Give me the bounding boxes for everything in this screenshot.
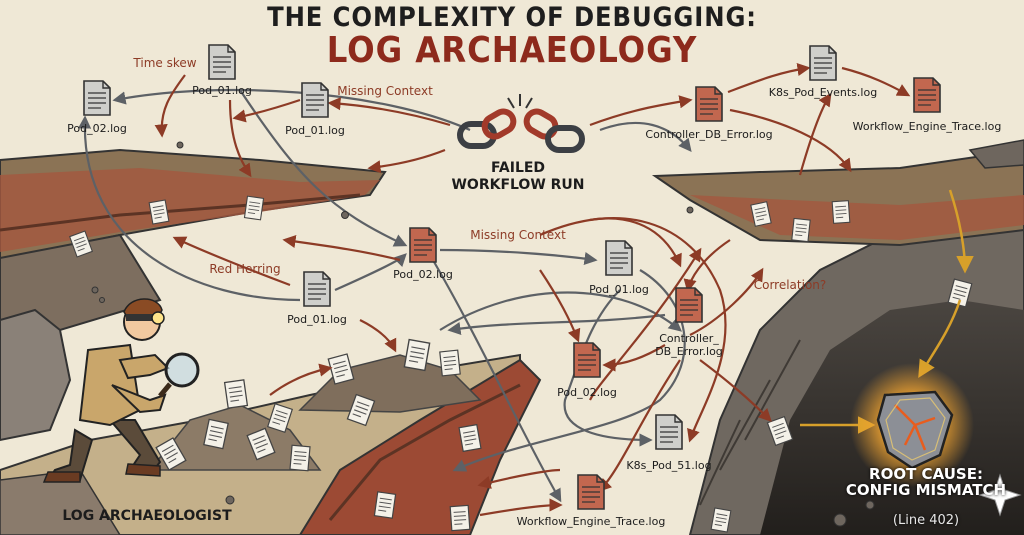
root-cause-label: ROOT CAUSE: CONFIG MISMATCH	[846, 466, 1006, 498]
file-label-controller-top: Controller_DB_Error.log	[645, 128, 773, 141]
failed-label-line2: WORKFLOW RUN	[451, 177, 585, 193]
annotation-time-skew: Time skew	[133, 56, 197, 70]
pebbles	[91, 141, 875, 527]
file-label-workflow-trace-top: Workflow_Engine_Trace.log	[852, 120, 1002, 133]
file-label-pod01-left-mid: Pod_01.log	[287, 313, 347, 326]
annotation-missing-context-top: Missing Context	[337, 84, 433, 98]
file-label-controller-mid-line1: Controller_	[659, 332, 719, 345]
annotation-missing-context-mid: Missing Context	[470, 228, 566, 242]
file-label-k8s-pod51: K8s_Pod_51.log	[626, 459, 712, 472]
red-arrows	[154, 62, 911, 517]
file-label-pod02-left: Pod_02.log	[67, 122, 127, 135]
left-upper-ledge	[0, 148, 387, 332]
left-rock	[0, 308, 72, 442]
file-label-controller-mid-line2: DB_Error.log	[655, 345, 723, 358]
annotation-red-herring: Red Herring	[209, 262, 281, 276]
root-cause-line2: CONFIG MISMATCH	[845, 481, 1007, 499]
file-label-workflow-trace-bottom: Workflow_Engine_Trace.log	[516, 515, 666, 528]
file-label-pod02-low: Pod_02.log	[557, 386, 617, 399]
root-cause-line-number: (Line 402)	[892, 513, 960, 528]
magnifier-icon	[158, 352, 200, 398]
sparkle-icon	[978, 473, 1022, 517]
root-cause-line1: ROOT CAUSE:	[869, 465, 983, 483]
broken-chain-icon	[457, 94, 585, 153]
file-label-pod01-top2: Pod_01.log	[285, 124, 345, 137]
right-upper-ledge	[651, 139, 1024, 247]
file-label-controller-mid: Controller_ DB_Error.log	[655, 332, 723, 358]
glowing-stone-icon	[850, 363, 974, 487]
page-title: THE COMPLEXITY OF DEBUGGING:	[267, 2, 757, 33]
page-subtitle: LOG ARCHAEOLOGY	[326, 30, 698, 71]
archaeologist-label: LOG ARCHAEOLOGIST	[62, 508, 232, 524]
archaeologist-figure	[42, 298, 200, 483]
failed-workflow-label: FAILED WORKFLOW RUN	[451, 160, 584, 194]
annotation-correlation: Correlation?	[753, 278, 827, 292]
file-label-k8s-events: K8s_Pod_Events.log	[768, 86, 878, 99]
file-label-pod02-mid: Pod_02.log	[393, 268, 453, 281]
file-label-pod01-right-mid: Pod_01.log	[589, 283, 649, 296]
failed-label-line1: FAILED	[490, 160, 546, 176]
file-label-pod01-top: Pod_01.log	[192, 84, 252, 97]
